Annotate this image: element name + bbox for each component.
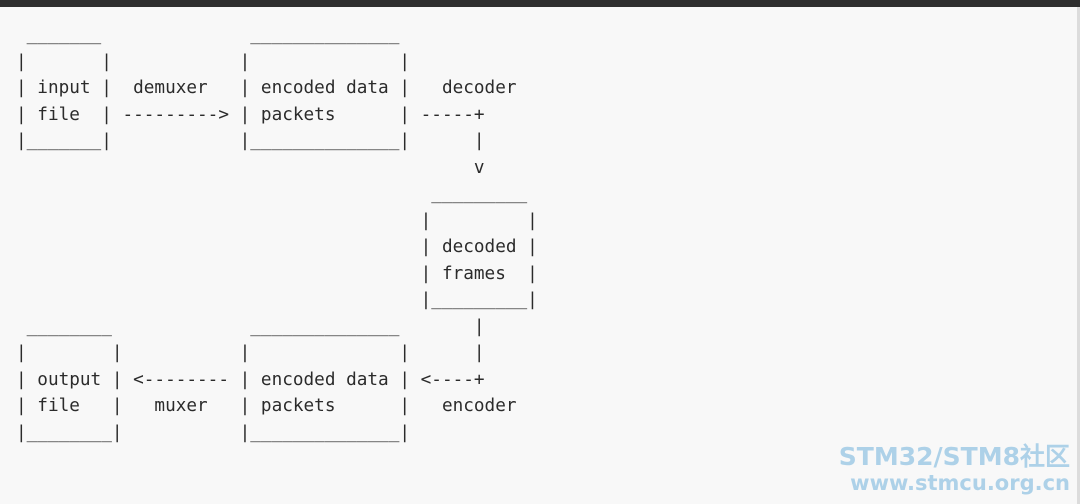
diagram-line: _________ [16, 184, 528, 204]
site-watermark: STM32/STM8社区 www.stmcu.org.cn [839, 442, 1070, 496]
diagram-line: | file | ---------> | packets | -----+ [16, 104, 485, 125]
diagram-line: | input | demuxer | encoded data | decod… [16, 78, 517, 98]
diagram-line: ________ ______________ | [16, 316, 485, 337]
diagram-line: | | [16, 210, 538, 231]
diagram-line: | frames | [16, 263, 538, 284]
diagram-line: |________| |______________| [16, 422, 411, 443]
ascii-flow-diagram: _______ ______________ | | | | | input | d… [16, 22, 538, 446]
watermark-site-name: STM32/STM8社区 [838, 442, 1070, 471]
watermark-site-url: www.stmcu.org.cn [850, 471, 1070, 495]
diagram-line: | decoded | [16, 237, 538, 257]
window-top-bar [0, 0, 1080, 7]
diagram-line: |_________| [16, 290, 538, 310]
diagram-line: | file | muxer | packets | encoder [16, 396, 517, 416]
diagram-line: _______ ______________ [16, 25, 400, 45]
diagram-line: | | | | [16, 51, 411, 72]
diagram-line: v [16, 157, 485, 178]
scrollbar-edge [1077, 7, 1080, 504]
diagram-line: | output | <-------- | encoded data | <-… [16, 369, 485, 390]
diagram-line: | | | | | [16, 343, 485, 363]
diagram-line: |_______| |______________| | [16, 131, 485, 151]
